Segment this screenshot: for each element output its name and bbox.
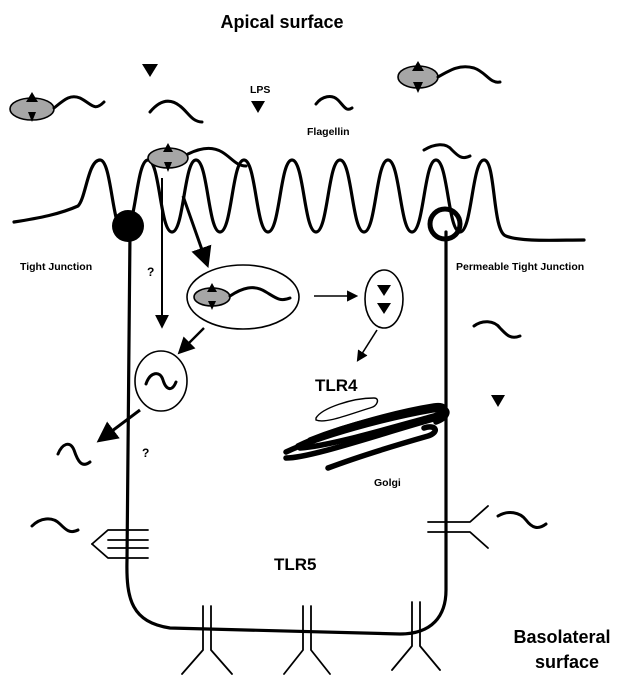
tight-junction-marker <box>112 210 144 242</box>
arrow-endocytosis <box>183 196 207 264</box>
tlr5-receptor-right <box>428 506 488 548</box>
flagellin-fragment <box>150 101 202 122</box>
arrow-basolateral-release <box>100 410 140 440</box>
tight-junction-label: Tight Junction <box>20 261 92 273</box>
tlr5-receptor-basal-2 <box>284 606 330 674</box>
tlr5-receptor-basal-1 <box>182 606 232 674</box>
golgi-label: Golgi <box>374 477 401 489</box>
bacterium-top-left <box>10 92 104 122</box>
basolateral-surface-label-line1: Basolateral <box>513 627 610 647</box>
tlr5-label: TLR5 <box>274 555 317 574</box>
flagellin-fragment <box>474 322 520 338</box>
bacterium-attached <box>148 143 246 172</box>
permeable-tight-junction-label: Permeable Tight Junction <box>456 261 584 273</box>
arrow-to-flagellin-vesicle <box>180 328 204 352</box>
arrow-to-tlr4 <box>358 330 377 360</box>
golgi-apparatus <box>286 398 447 468</box>
flagellin-fragment <box>424 145 470 158</box>
flagellin-fragment <box>32 519 78 532</box>
vesicle-with-bacterium <box>187 265 299 329</box>
tlr5-receptor-basal-3 <box>392 602 440 670</box>
tlr4-label: TLR4 <box>315 376 358 395</box>
basolateral-surface-label-line2: surface <box>535 652 599 672</box>
tlr5-receptor-left <box>92 530 148 558</box>
microvilli-membrane <box>14 160 584 240</box>
lps-triangle-free <box>491 395 505 407</box>
question-mark-upper: ? <box>147 265 154 279</box>
bacterium-top-right <box>398 61 500 93</box>
vesicle-with-lps <box>365 270 403 328</box>
apical-surface-label: Apical surface <box>220 12 343 32</box>
flagellin-fragment <box>58 444 90 464</box>
flagellin-label: Flagellin <box>307 126 350 138</box>
question-mark-lower: ? <box>142 446 149 460</box>
flagellin-fragment <box>316 97 352 110</box>
lps-label: LPS <box>250 84 270 96</box>
lps-triangle-free <box>142 64 158 77</box>
lps-triangle <box>251 101 265 113</box>
vesicle-with-flagellin <box>135 351 187 411</box>
flagellin-fragment <box>498 513 546 528</box>
